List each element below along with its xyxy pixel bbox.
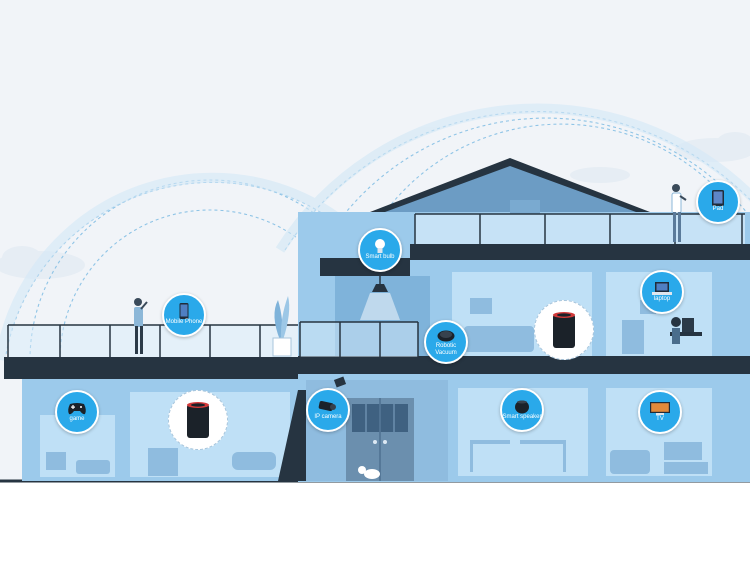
ground bbox=[0, 481, 750, 563]
top-floor-slab bbox=[410, 244, 750, 260]
vacuum-icon bbox=[437, 330, 455, 342]
router-icon bbox=[187, 402, 209, 438]
tablet-icon bbox=[712, 190, 724, 207]
phone-icon bbox=[179, 303, 189, 320]
badge-smart-speaker: Smart speaker bbox=[500, 388, 544, 432]
badge-mobile-phone-label: Mobile Phone bbox=[165, 319, 203, 326]
badge-ip-camera: IP camera bbox=[306, 388, 350, 432]
front-door bbox=[346, 398, 414, 481]
badge-tv-label: TV bbox=[656, 416, 664, 423]
badge-pad: Pad bbox=[696, 180, 740, 224]
left-railing bbox=[7, 324, 298, 357]
badge-game: game bbox=[55, 390, 99, 434]
tv-icon bbox=[650, 401, 670, 415]
mesh-router-downstairs bbox=[168, 390, 228, 450]
badge-mobile-phone: Mobile Phone bbox=[162, 293, 206, 337]
middle-floor-slab bbox=[298, 356, 750, 374]
badge-laptop-label: laptop bbox=[653, 296, 671, 303]
laptop-icon bbox=[652, 281, 672, 295]
mesh-router-upstairs bbox=[534, 300, 594, 360]
left-terrace-slab bbox=[4, 357, 298, 379]
terrace-plant bbox=[272, 296, 292, 357]
camera-icon bbox=[318, 401, 336, 412]
badge-game-label: game bbox=[69, 416, 85, 423]
badge-ip-camera-label: IP camera bbox=[314, 414, 342, 421]
badge-robotic-vacuum: Robotic Vacuum bbox=[424, 320, 468, 364]
badge-smart-bulb: Smart bulb bbox=[358, 228, 402, 272]
ceiling-lamp bbox=[360, 276, 400, 320]
badge-tv: TV bbox=[638, 390, 682, 434]
bulb-icon bbox=[375, 239, 385, 254]
badge-smart-bulb-label: Smart bulb bbox=[365, 254, 395, 261]
speaker-icon bbox=[515, 400, 529, 414]
person-on-top-floor bbox=[671, 184, 687, 242]
badge-smart-speaker-label: Smart speaker bbox=[502, 414, 542, 421]
badge-pad-label: Pad bbox=[712, 206, 724, 213]
badge-laptop: laptop bbox=[640, 270, 684, 314]
person-on-terrace bbox=[134, 298, 148, 354]
badge-robotic-vacuum-label: Robotic Vacuum bbox=[435, 343, 457, 356]
router-icon bbox=[553, 312, 575, 348]
gamepad-icon bbox=[68, 402, 86, 414]
